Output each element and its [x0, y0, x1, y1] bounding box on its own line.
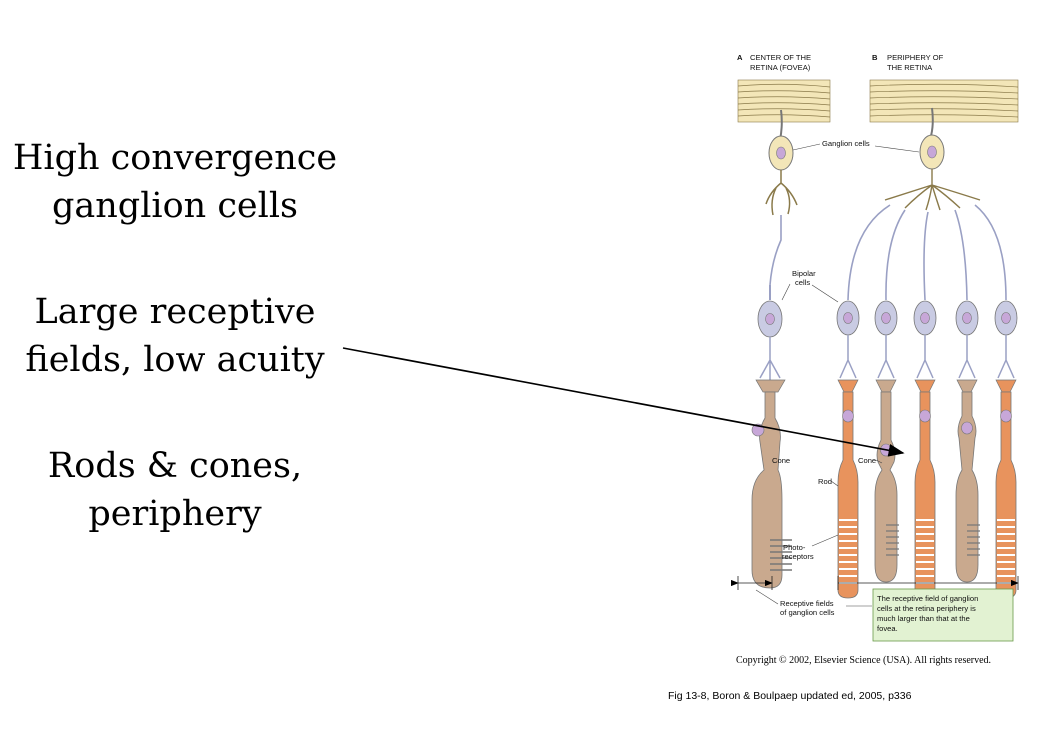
- receptive-field-bracket-a: [730, 576, 773, 590]
- panel-letter: B: [872, 53, 878, 62]
- note-line: fovea.: [877, 624, 898, 633]
- bipolar-cell-a: [757, 285, 783, 380]
- cone-cell-a: [751, 379, 792, 589]
- figure-source: Fig 13-8, Boron & Boulpaep updated ed, 2…: [668, 690, 912, 702]
- label-ganglion-cells: Ganglion cells: [822, 139, 870, 148]
- rod-cell: [914, 379, 936, 599]
- bullet-rods-cones: Rods & cones, periphery: [10, 442, 340, 538]
- bullet-line: Large receptive: [34, 292, 316, 332]
- bullet-line: fields, low acuity: [25, 340, 325, 380]
- panel-letter: A: [737, 53, 743, 62]
- bullet-line: periphery: [88, 494, 262, 534]
- bullet-receptive-fields: Large receptive fields, low acuity: [10, 288, 340, 384]
- label-rod: Rod: [818, 477, 832, 486]
- leader-line: [755, 589, 872, 607]
- label-receptors: receptors: [782, 552, 814, 561]
- cone-cell-b: [955, 379, 980, 583]
- nerve-fibers-b: [869, 79, 1019, 123]
- receptive-field-bracket-b: [837, 576, 1019, 590]
- label-bipolar: Bipolar: [792, 269, 816, 278]
- label-of-ganglion-cells: of ganglion cells: [780, 608, 835, 617]
- note-line: much larger than that at the: [877, 614, 970, 623]
- label-cone-b: Cone: [858, 456, 876, 465]
- bullet-line: High convergence: [12, 138, 338, 178]
- copyright-text: Copyright © 2002, Elsevier Science (USA)…: [736, 655, 992, 666]
- label-cells: cells: [795, 278, 810, 287]
- label-cone-a: Cone: [772, 456, 790, 465]
- note-line: cells at the retina periphery is: [877, 604, 976, 613]
- bipolar-axons-b: [847, 204, 1007, 301]
- cone-cell-b: [874, 379, 899, 583]
- bullet-line: ganglion cells: [51, 186, 298, 226]
- panel-title: RETINA (FOVEA): [750, 63, 811, 72]
- panel-title: THE RETINA: [887, 63, 933, 72]
- panel-title: PERIPHERY OF: [887, 53, 944, 62]
- leader-line: [781, 283, 839, 303]
- panel-title: CENTER OF THE: [750, 53, 811, 62]
- bullet-high-convergence: High convergence ganglion cells: [10, 134, 340, 230]
- pointer-arrow: [342, 347, 905, 457]
- label-receptive-fields: Receptive fields: [780, 599, 834, 608]
- leader-line: [830, 480, 839, 487]
- note-line: The receptive field of ganglion: [877, 594, 978, 603]
- panel-b-header: B PERIPHERY OF THE RETINA: [872, 53, 944, 72]
- ganglion-cell-a: [765, 109, 798, 286]
- panel-a-header: A CENTER OF THE RETINA (FOVEA): [737, 53, 811, 72]
- note-box: The receptive field of ganglion cells at…: [872, 588, 1014, 642]
- leader-line: [811, 534, 839, 547]
- ganglion-cell-b: [884, 107, 981, 211]
- rod-cell: [995, 379, 1017, 599]
- leader-line: [792, 143, 920, 153]
- nerve-fibers-a: [737, 79, 831, 123]
- leader-line: [875, 459, 883, 464]
- bipolar-cells-b: [836, 300, 1018, 379]
- bullet-line: Rods & cones,: [47, 446, 303, 486]
- rod-cell: [837, 379, 859, 599]
- label-photo: Photo-: [783, 543, 806, 552]
